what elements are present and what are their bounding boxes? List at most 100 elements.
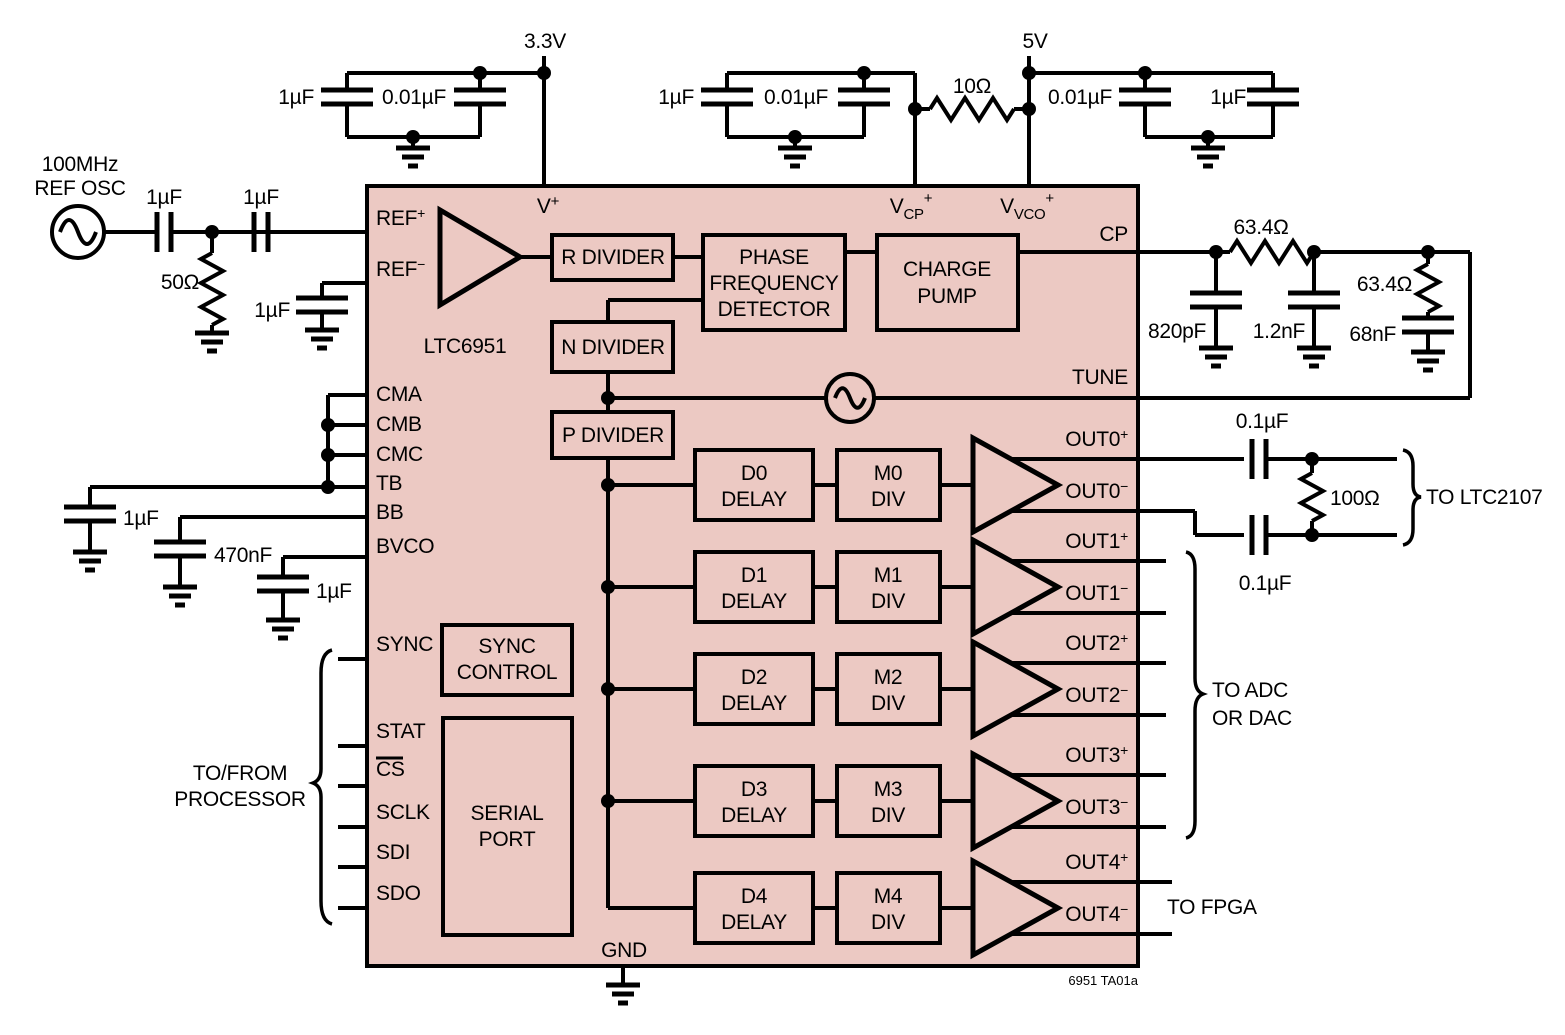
lf-cap2-label: 1.2nF [1253, 320, 1305, 343]
lf-cap3-label: 68nF [1349, 323, 1396, 346]
p-divider-label: P DIVIDER [562, 424, 664, 447]
sine-icon [833, 386, 867, 410]
serial-port-label-2: PORT [479, 828, 536, 851]
v5-right-cap1-label: 0.01µF [1048, 86, 1112, 109]
pin-label-vplus: V+ [537, 193, 560, 218]
ref-oscillator-symbol [50, 204, 106, 260]
pin-label-out3p: OUT3+ [1065, 742, 1128, 767]
pin-label-out4p: OUT4+ [1065, 849, 1128, 874]
pin-label-sdi: SDI [376, 841, 410, 864]
m2-div-box [835, 652, 942, 726]
to-ltc2107-label: TO LTC2107 [1426, 486, 1542, 509]
lf-res1-label: 63.4Ω [1233, 216, 1288, 239]
internal-blocks [440, 233, 1020, 945]
serial-port-box [441, 716, 574, 937]
v5-right-cap2-label: 1µF [1210, 86, 1246, 109]
pfd-label-1: PHASE [739, 246, 809, 269]
n-divider-box [550, 320, 675, 374]
pin-label-ref-minus: REF− [376, 256, 425, 281]
to-adc-label-2: OR DAC [1212, 707, 1292, 730]
pin-label-bvco: BVCO [376, 535, 434, 558]
resistor-10ohm [928, 94, 1016, 124]
m0-label-1: M0 [874, 462, 903, 485]
sync-control-label-2: CONTROL [457, 661, 558, 684]
m2-label-1: M2 [874, 666, 903, 689]
refm-cap-label: 1µF [254, 299, 290, 322]
pin-label-vcp: VCP+ [890, 190, 933, 223]
pin-label-cs: CS [376, 758, 405, 781]
pin-label-cmc: CMC [376, 443, 423, 466]
d4-delay-box [693, 871, 815, 945]
out0-buffer [970, 433, 1064, 537]
n-divider-label: N DIVIDER [561, 336, 665, 359]
d0-delay-box [693, 448, 815, 522]
m4-label-2: DIV [871, 911, 905, 934]
processor-brace [308, 648, 333, 926]
m3-label-2: DIV [871, 804, 905, 827]
m1-label-1: M1 [874, 564, 903, 587]
out-cap-p-label: 0.1µF [1236, 410, 1289, 433]
pin-label-stat: STAT [376, 720, 426, 743]
p-divider-box [550, 410, 675, 460]
m3-label-1: M3 [874, 778, 903, 801]
charge-pump-box [875, 233, 1020, 332]
d1-delay-box [693, 550, 815, 624]
d2-label-2: DELAY [721, 692, 787, 715]
resistor-50ohm [196, 251, 228, 327]
vco-symbol [824, 372, 876, 424]
pin-label-out0p: OUT0+ [1065, 426, 1128, 451]
input-cap2-label: 1µF [243, 186, 279, 209]
internal-wires [520, 250, 1216, 910]
labels: 3.3V 5V 1µF 0.01µF 1µF 0.01µF 10Ω 0.01µF… [34, 30, 1542, 988]
out3-buffer [970, 749, 1064, 853]
resistor-100ohm [1296, 471, 1328, 523]
d2-label-1: D2 [741, 666, 767, 689]
pin-label-out2p: OUT2+ [1065, 630, 1128, 655]
pin-label-out1m: OUT1− [1065, 580, 1128, 605]
bb-cap-label: 470nF [214, 544, 272, 567]
out4-buffer [970, 856, 1064, 960]
lf-res2-label: 63.4Ω [1357, 273, 1412, 296]
pin-label-bb: BB [376, 501, 403, 524]
v33-cap1-label: 1µF [278, 86, 314, 109]
bvco-cap-label: 1µF [316, 580, 352, 603]
d1-label-2: DELAY [721, 590, 787, 613]
pfd-box [701, 233, 847, 332]
r-divider-label: R DIVIDER [561, 246, 665, 269]
out-res-label: 100Ω [1330, 487, 1380, 510]
v5-left-cap1-label: 1µF [658, 86, 694, 109]
out1-buffer [970, 535, 1064, 639]
m1-label-2: DIV [871, 590, 905, 613]
m3-div-box [835, 764, 942, 838]
pin-label-cmb: CMB [376, 413, 422, 436]
processor-label-line1: TO/FROM [193, 762, 287, 785]
supply-res-label: 10Ω [953, 75, 991, 98]
ref-input-amp [437, 205, 525, 310]
pfd-label-3: DETECTOR [718, 298, 831, 321]
d2-delay-box [693, 652, 815, 726]
m4-label-1: M4 [874, 885, 903, 908]
lf-cap1-label: 820pF [1148, 320, 1206, 343]
capacitor-plates [64, 87, 1454, 594]
d3-delay-box [693, 764, 815, 838]
pin-label-tb: TB [376, 472, 402, 495]
d1-label-1: D1 [741, 564, 767, 587]
pin-label-vvco: VVCO+ [1000, 190, 1054, 223]
pin-label-out2m: OUT2− [1065, 682, 1128, 707]
pin-label-gnd: GND [601, 939, 647, 962]
pin-label-cp: CP [1099, 223, 1128, 246]
m1-div-box [835, 550, 942, 624]
m4-div-box [835, 871, 942, 945]
pin-label-sync: SYNC [376, 633, 433, 656]
figure-id: 6951 TA01a [1068, 973, 1138, 988]
d4-label-2: DELAY [721, 911, 787, 934]
pin-label-out1p: OUT1+ [1065, 528, 1128, 553]
out2-buffer [970, 637, 1064, 741]
adc-brace [1185, 550, 1208, 840]
charge-pump-label-2: PUMP [917, 285, 976, 308]
resistor-63p4-vertical [1412, 262, 1444, 314]
charge-pump-label-1: CHARGE [903, 258, 991, 281]
pin-label-ref-plus: REF+ [376, 205, 425, 230]
